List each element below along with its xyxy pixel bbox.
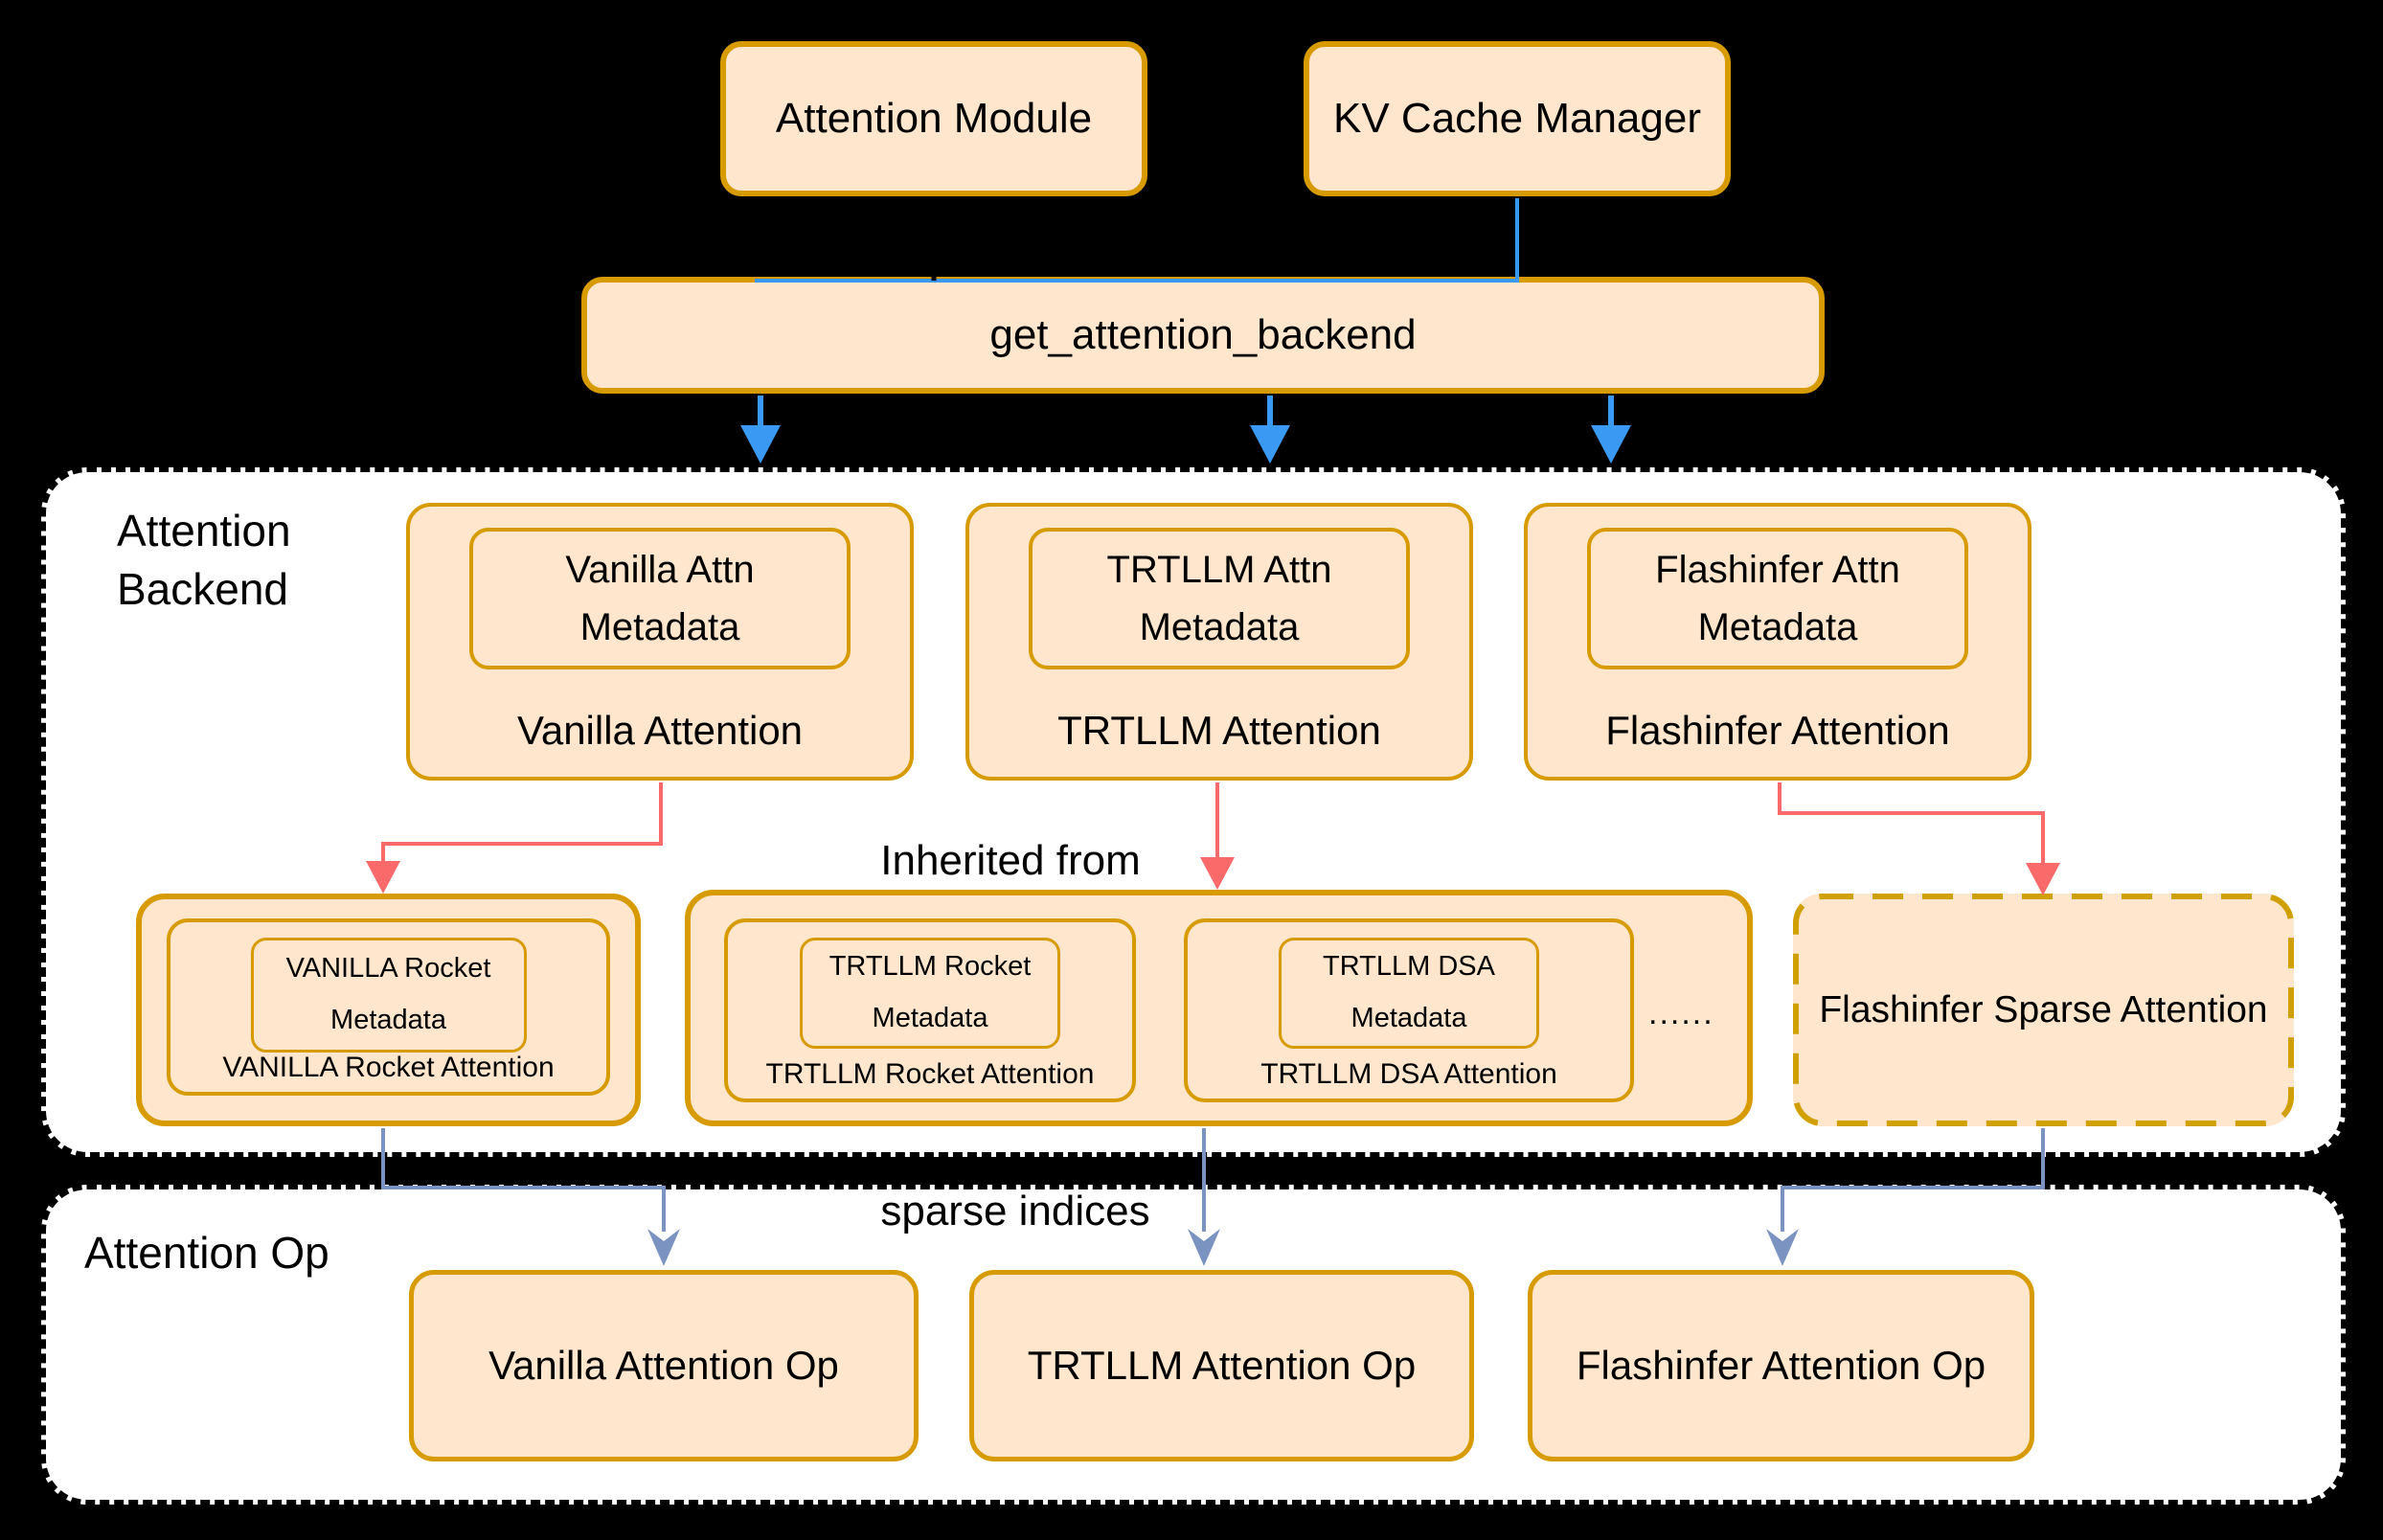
trtllm-attention-op-label: TRTLLM Attention Op: [1027, 1343, 1417, 1388]
kv-cache-manager-label: KV Cache Manager: [1333, 95, 1701, 142]
vanilla-rocket-attention-box: VANILLA Rocket Metadata VANILLA Rocket A…: [167, 918, 610, 1096]
trtllm-dsa-metadata-line2: Metadata: [1350, 1003, 1467, 1033]
trtllm-rocket-metadata-box: TRTLLM Rocket Metadata: [800, 938, 1060, 1049]
kv-cache-to-backend-connector: [755, 198, 1519, 283]
trtllm-rocket-attention-label: TRTLLM Rocket Attention: [765, 1058, 1095, 1090]
sparse-indices-label: sparse indices: [880, 1188, 1150, 1234]
flashinfer-sparse-attention-box: Flashinfer Sparse Attention: [1793, 894, 2294, 1126]
inherited-from-label: Inherited from: [880, 837, 1141, 884]
flashinfer-attn-metadata-line2: Metadata: [1697, 606, 1858, 648]
attention-backend-label-line1: Attention: [117, 506, 291, 555]
vanilla-attn-metadata-box: Vanilla Attn Metadata: [469, 528, 851, 669]
get-attention-backend-box: get_attention_backend: [581, 277, 1825, 394]
trtllm-dsa-metadata-box: TRTLLM DSA Metadata: [1279, 938, 1539, 1049]
flashinfer-attn-metadata-box: Flashinfer Attn Metadata: [1587, 528, 1968, 669]
get-attention-backend-label: get_attention_backend: [989, 311, 1417, 358]
flashinfer-attention-op-label: Flashinfer Attention Op: [1576, 1343, 1986, 1388]
blue-arrowhead-1: [740, 425, 781, 464]
kv-cache-manager-box: KV Cache Manager: [1304, 41, 1731, 196]
attention-op-section-label: Attention Op: [84, 1228, 329, 1278]
flashinfer-attention-op-box: Flashinfer Attention Op: [1528, 1270, 2034, 1461]
trtllm-attn-metadata-line2: Metadata: [1139, 606, 1300, 648]
vanilla-attn-metadata-line2: Metadata: [579, 606, 740, 648]
trtllm-attention-label: TRTLLM Attention: [1057, 708, 1381, 753]
flashinfer-attn-metadata-line1: Flashinfer Attn: [1655, 549, 1900, 591]
flashinfer-attention-label: Flashinfer Attention: [1605, 708, 1950, 753]
vanilla-attention-op-box: Vanilla Attention Op: [409, 1270, 919, 1461]
attention-module-box: Attention Module: [720, 41, 1147, 196]
vanilla-attention-op-label: Vanilla Attention Op: [488, 1343, 839, 1388]
vanilla-rocket-attention-outer-box: VANILLA Rocket Metadata VANILLA Rocket A…: [136, 894, 641, 1126]
trtllm-dsa-attention-box: TRTLLM DSA Metadata TRTLLM DSA Attention: [1184, 918, 1634, 1102]
trtllm-rocket-attention-box: TRTLLM Rocket Metadata TRTLLM Rocket Att…: [724, 918, 1136, 1102]
attention-backend-section-label: Attention Backend: [117, 502, 291, 618]
blue-arrowhead-2: [1250, 425, 1290, 464]
trtllm-rocket-metadata-line2: Metadata: [872, 1003, 988, 1033]
more-backends-ellipsis: ......: [1648, 995, 1714, 1031]
blue-arrowhead-3: [1591, 425, 1631, 464]
vanilla-attn-metadata-line1: Vanilla Attn: [565, 549, 755, 591]
flashinfer-attention-box: Flashinfer Attn Metadata Flashinfer Atte…: [1524, 503, 2031, 781]
vanilla-rocket-metadata-box: VANILLA Rocket Metadata: [250, 938, 527, 1053]
vanilla-rocket-metadata-line1: VANILLA Rocket: [285, 953, 491, 985]
vanilla-rocket-attention-label: VANILLA Rocket Attention: [222, 1052, 555, 1083]
vanilla-attention-box: Vanilla Attn Metadata Vanilla Attention: [406, 503, 914, 781]
trtllm-rocket-metadata-line1: TRTLLM Rocket: [828, 951, 1032, 983]
trtllm-attn-metadata-box: TRTLLM Attn Metadata: [1029, 528, 1410, 669]
backend-dispatch-arrows: [740, 396, 1631, 464]
attention-module-label: Attention Module: [775, 95, 1093, 142]
flashinfer-sparse-attention-label: Flashinfer Sparse Attention: [1819, 988, 2268, 1030]
attention-backend-label-line2: Backend: [117, 563, 289, 614]
trtllm-dsa-attention-label: TRTLLM DSA Attention: [1260, 1058, 1557, 1090]
trtllm-variants-container: TRTLLM Rocket Metadata TRTLLM Rocket Att…: [685, 890, 1753, 1126]
trtllm-attention-op-box: TRTLLM Attention Op: [969, 1270, 1474, 1461]
trtllm-attn-metadata-line1: TRTLLM Attn: [1106, 549, 1332, 591]
vanilla-rocket-metadata-line2: Metadata: [330, 1005, 446, 1035]
trtllm-attention-box: TRTLLM Attn Metadata TRTLLM Attention: [965, 503, 1473, 781]
vanilla-attention-label: Vanilla Attention: [516, 708, 804, 753]
trtllm-dsa-metadata-line1: TRTLLM DSA: [1323, 951, 1495, 983]
